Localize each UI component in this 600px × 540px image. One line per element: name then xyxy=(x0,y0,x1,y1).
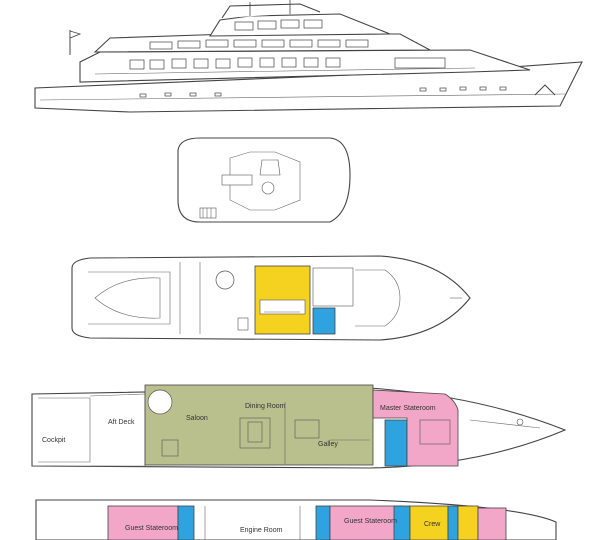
label-cockpit: Cockpit xyxy=(42,437,65,444)
label-crew: Crew xyxy=(424,521,441,528)
upper-deck-plan xyxy=(71,255,471,341)
label-guest-stateroom-fwd: Guest Stateroom xyxy=(344,518,397,525)
guest-stateroom-aft xyxy=(107,505,179,540)
label-guest-stateroom-aft: Guest Stateroom xyxy=(125,525,178,532)
mid-bathroom xyxy=(315,505,331,540)
label-engine-room: Engine Room xyxy=(240,527,283,534)
crew-bathroom xyxy=(447,505,459,540)
living-area xyxy=(144,384,374,466)
main-deck-plan xyxy=(31,384,567,469)
label-saloon: Saloon xyxy=(186,415,208,422)
profile-view xyxy=(34,0,583,113)
forward-cabin xyxy=(477,507,507,540)
lower-deck-plan xyxy=(35,499,557,540)
label-aft-deck: Aft Deck xyxy=(108,419,135,426)
aft-bathroom xyxy=(177,505,195,540)
flybridge-plan xyxy=(177,137,351,223)
upper-bathroom xyxy=(312,307,336,335)
label-dining-room: Dining Room xyxy=(245,403,286,410)
label-galley: Galley xyxy=(318,441,338,448)
label-master-stateroom: Master Stateroom xyxy=(380,405,436,412)
master-stateroom xyxy=(372,389,459,467)
master-bathroom xyxy=(384,419,408,467)
crew-area xyxy=(409,505,449,540)
crew-cabin xyxy=(457,505,479,540)
guest-stateroom-fwd xyxy=(329,505,403,540)
